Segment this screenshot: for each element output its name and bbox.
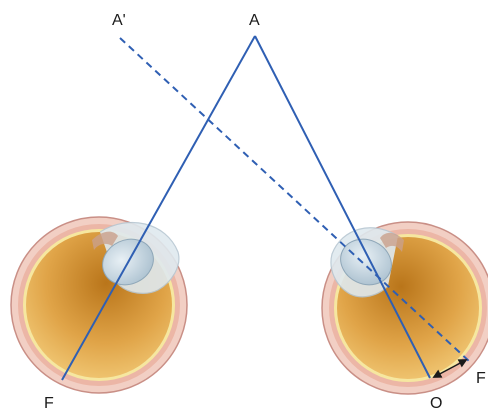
label-f-left: F — [44, 395, 54, 412]
left-eyeball-icon — [10, 216, 188, 394]
left-eye-ciliary-body — [92, 231, 118, 250]
focus-shift-double-arrow — [432, 359, 468, 378]
light-rays — [61, 35, 471, 381]
right-eyeball-icon — [321, 221, 488, 395]
right-eye-lens — [340, 238, 392, 286]
ray-a-to-left-f — [61, 35, 256, 381]
label-a: A — [249, 12, 260, 29]
dashed-ray-a-prime-to-f — [119, 37, 471, 363]
label-f-right: F — [476, 370, 486, 387]
label-a-prime: A' — [112, 12, 126, 29]
label-o: O — [430, 395, 442, 412]
ray-a-to-o — [254, 35, 431, 379]
right-eye-ciliary-body — [380, 232, 404, 252]
